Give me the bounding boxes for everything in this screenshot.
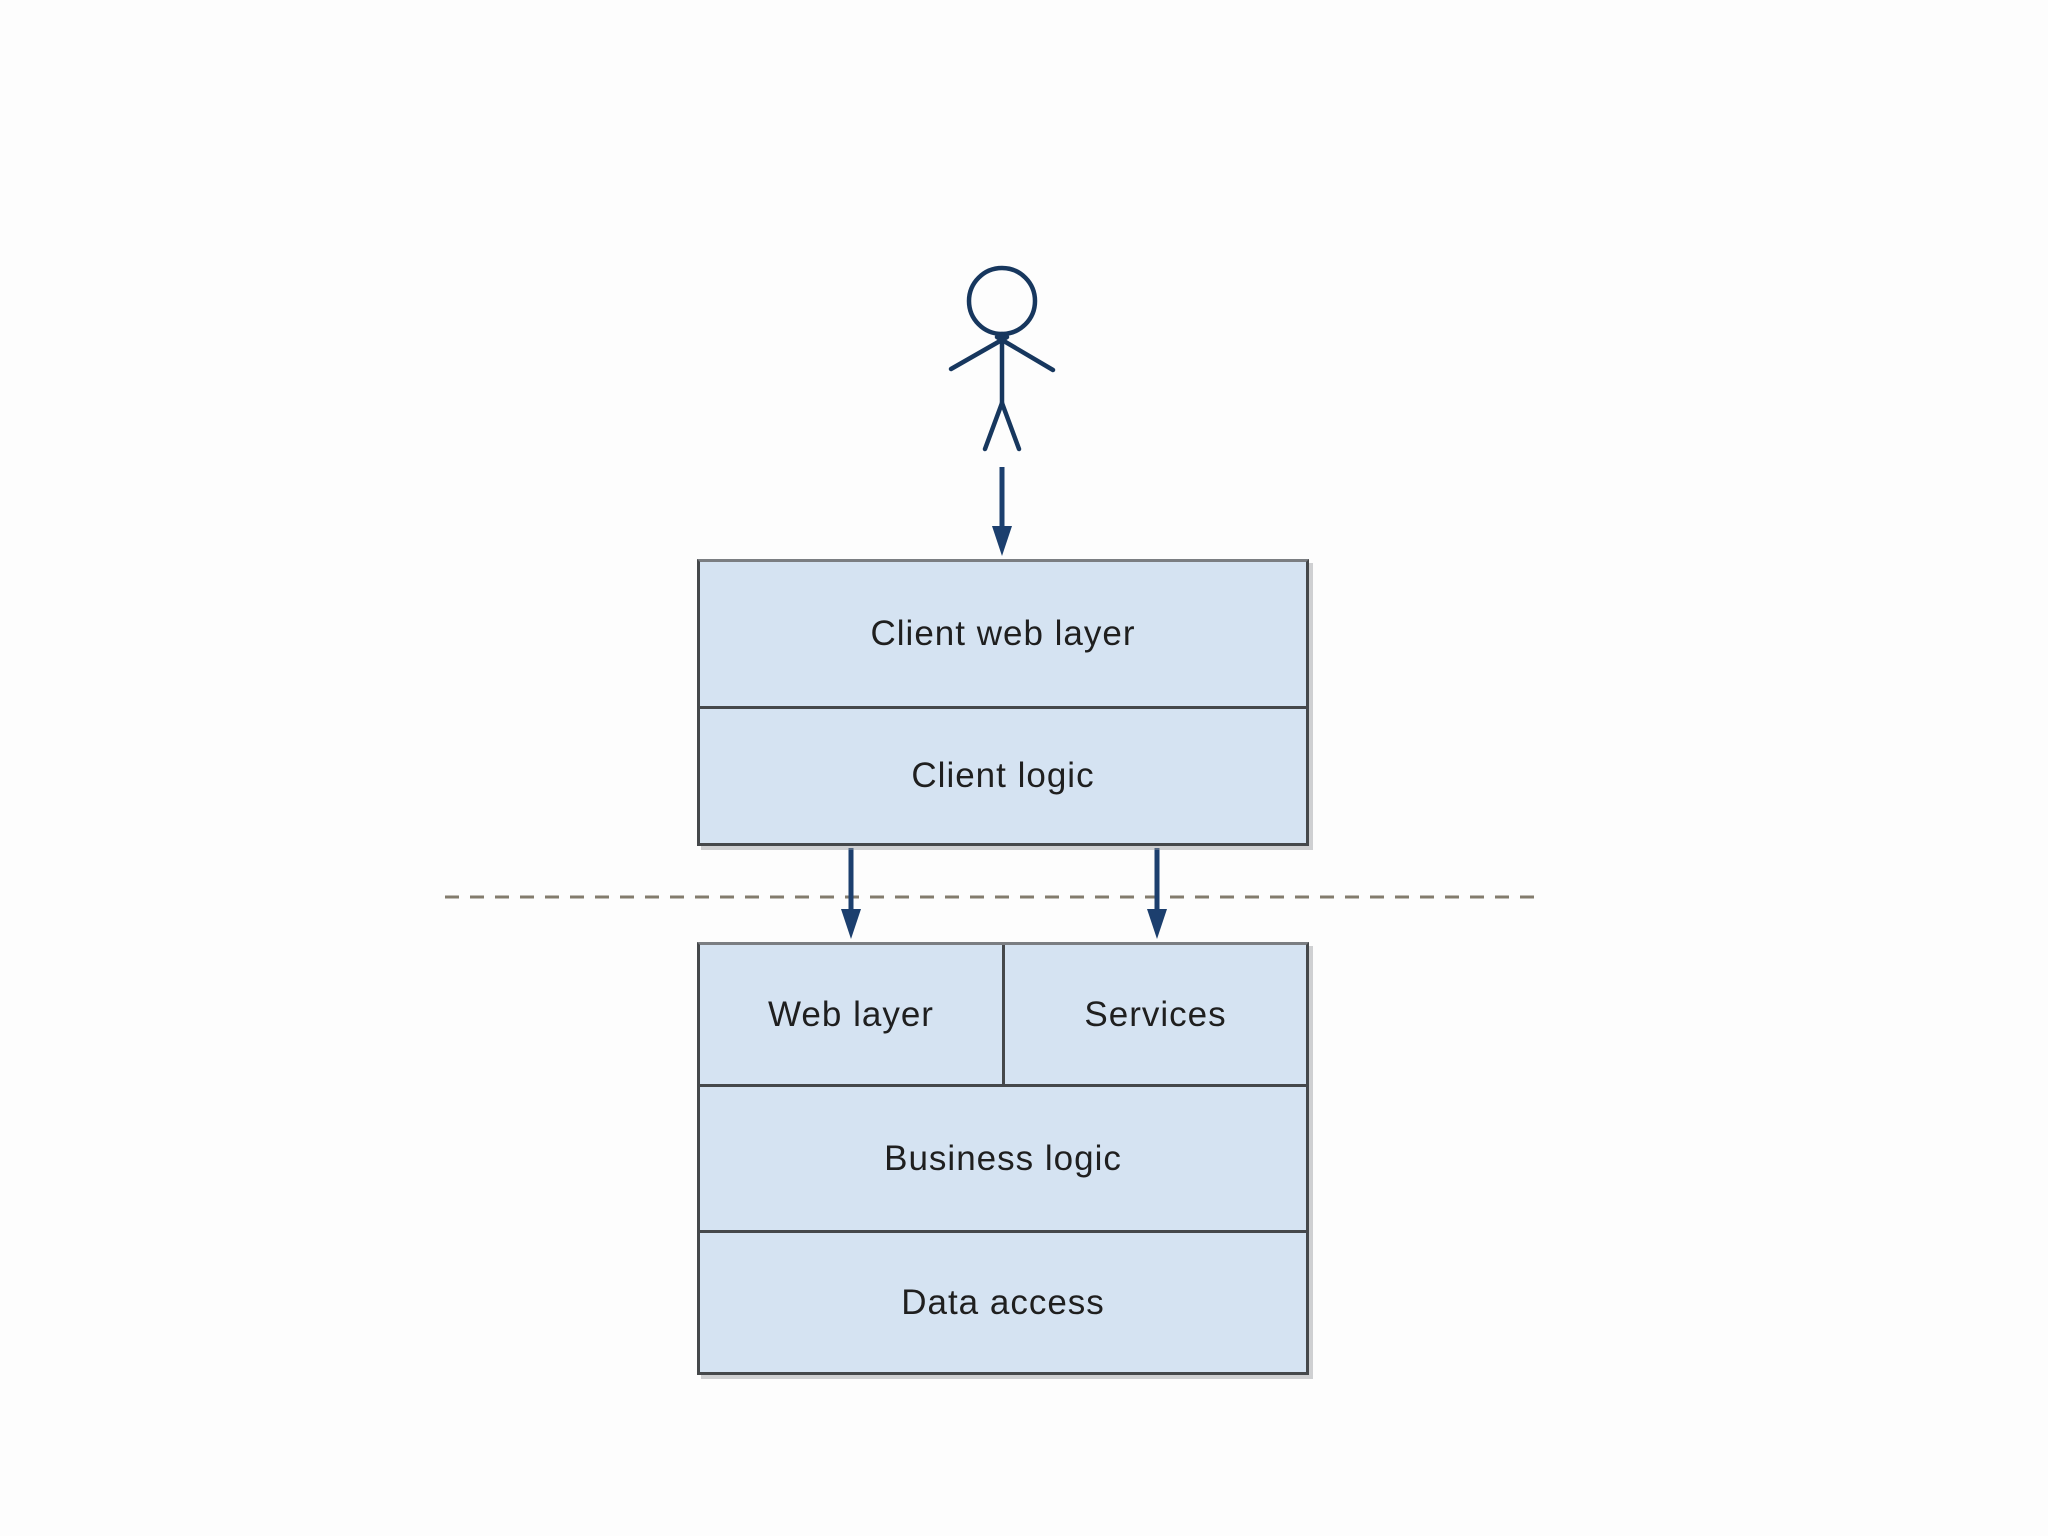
stick-figure-actor-icon: [948, 265, 1056, 452]
web-layer-box: Web layer: [700, 945, 1005, 1084]
actor-to-client-arrow: [992, 467, 1012, 556]
services-box: Services: [1005, 945, 1306, 1084]
arrow-head-icon: [841, 909, 861, 939]
actor-head: [966, 265, 1038, 337]
client-web-layer-box: Client web layer: [700, 562, 1306, 709]
data-access-box: Data access: [700, 1233, 1306, 1372]
client-logic-box: Client logic: [700, 709, 1306, 843]
client-logic-label: Client logic: [911, 756, 1095, 795]
web-layer-label: Web layer: [768, 994, 934, 1034]
client-to-services-arrow: [1147, 848, 1167, 939]
business-logic-label: Business logic: [884, 1138, 1122, 1178]
client-box: Client web layer Client logic: [697, 559, 1309, 846]
actor-arm-right: [994, 334, 1056, 373]
business-logic-box: Business logic: [700, 1087, 1306, 1233]
client-web-layer-label: Client web layer: [870, 614, 1136, 653]
actor-arm-left: [948, 334, 1010, 372]
server-box: Web layer Services Business logic Data a…: [697, 942, 1309, 1375]
server-top-row: Web layer Services: [700, 945, 1306, 1087]
arrow-head-icon: [992, 526, 1012, 556]
client-to-web-layer-arrow: [841, 848, 861, 939]
services-label: Services: [1084, 994, 1227, 1034]
actor-legs: [982, 400, 1022, 452]
data-access-label: Data access: [901, 1282, 1105, 1322]
arrow-head-icon: [1147, 909, 1167, 939]
